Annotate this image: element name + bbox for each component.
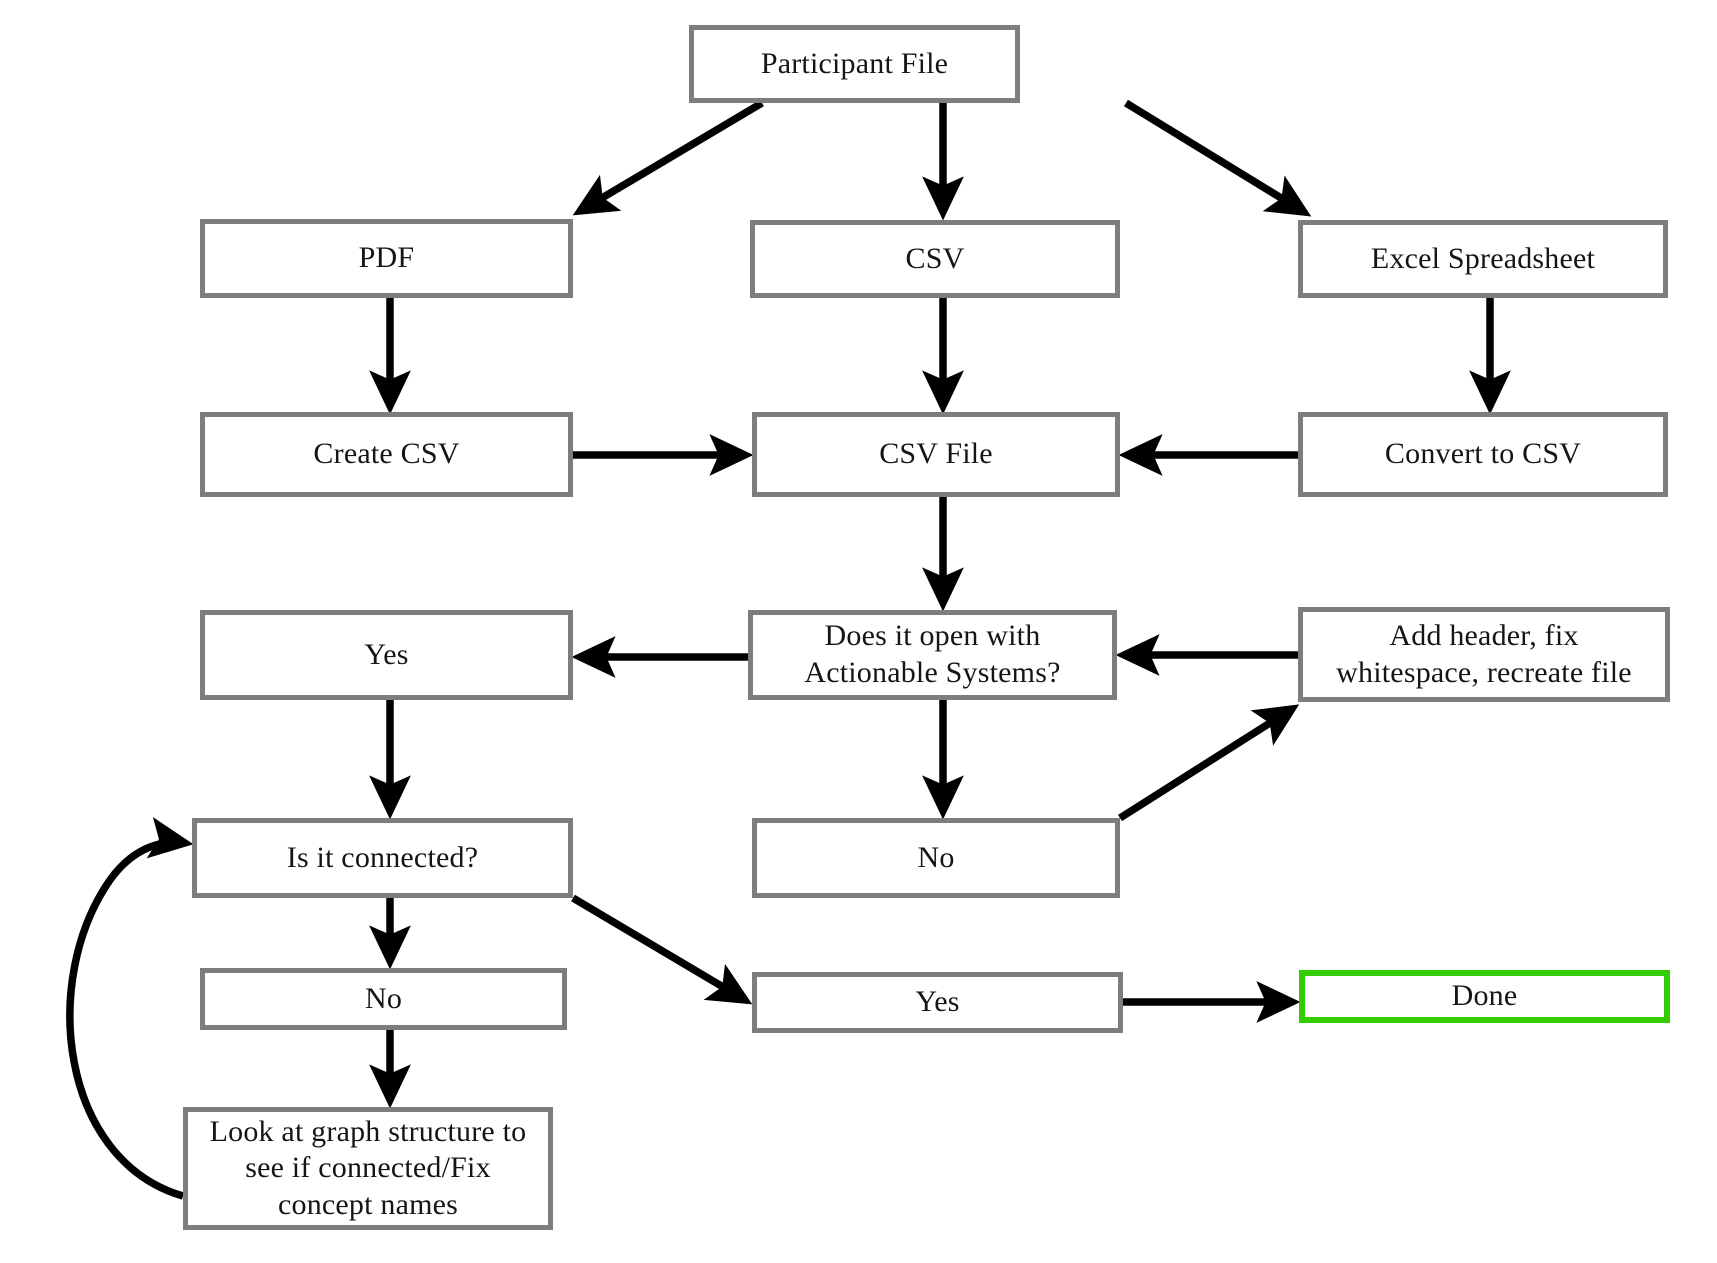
node-convert-to-csv[interactable]: Convert to CSV xyxy=(1298,412,1668,497)
node-look-at-graph[interactable]: Look at graph structure to see if connec… xyxy=(183,1107,553,1230)
node-no-connected[interactable]: No xyxy=(200,968,567,1030)
node-label: Look at graph structure to see if connec… xyxy=(209,1114,527,1221)
node-csv[interactable]: CSV xyxy=(750,220,1120,298)
node-label: Excel Spreadsheet xyxy=(1370,241,1596,275)
node-no-opens[interactable]: No xyxy=(752,818,1120,898)
node-label: PDF xyxy=(358,241,415,275)
node-label: Convert to CSV xyxy=(1384,437,1582,471)
node-label: Done xyxy=(1451,979,1518,1013)
node-pdf[interactable]: PDF xyxy=(200,219,573,298)
edge-participant-to-pdf xyxy=(572,99,764,216)
node-participant-file[interactable]: Participant File xyxy=(689,25,1020,103)
node-label: Create CSV xyxy=(313,437,460,471)
node-create-csv[interactable]: Create CSV xyxy=(200,412,573,497)
node-csv-file[interactable]: CSV File xyxy=(752,412,1120,497)
node-label: Yes xyxy=(364,637,409,671)
node-label: Does it open with Actionable Systems? xyxy=(804,619,1061,689)
node-excel-spreadsheet[interactable]: Excel Spreadsheet xyxy=(1298,220,1668,298)
node-label: Participant File xyxy=(760,46,949,80)
node-is-it-connected[interactable]: Is it connected? xyxy=(192,818,573,898)
node-yes-opens[interactable]: Yes xyxy=(200,610,573,700)
node-done[interactable]: Done xyxy=(1299,970,1670,1023)
node-label: No xyxy=(917,840,955,874)
node-label: No xyxy=(364,981,403,1015)
edge-no-to-add-header xyxy=(1117,704,1300,822)
edge-is-connected-to-yes xyxy=(571,894,753,1005)
node-label: Add header, fix whitespace, recreate fil… xyxy=(1336,618,1632,689)
edge-look-at-graph-to-is-connected xyxy=(66,817,194,1200)
node-does-it-open[interactable]: Does it open with Actionable Systems? xyxy=(748,610,1117,700)
node-label: Is it connected? xyxy=(286,840,479,874)
node-label: CSV File xyxy=(879,437,993,471)
node-add-header-fix[interactable]: Add header, fix whitespace, recreate fil… xyxy=(1298,607,1670,702)
node-label: Yes xyxy=(915,985,960,1019)
edge-participant-to-excel xyxy=(1124,99,1312,217)
node-label: CSV xyxy=(905,241,965,275)
node-yes-connected[interactable]: Yes xyxy=(752,972,1123,1033)
